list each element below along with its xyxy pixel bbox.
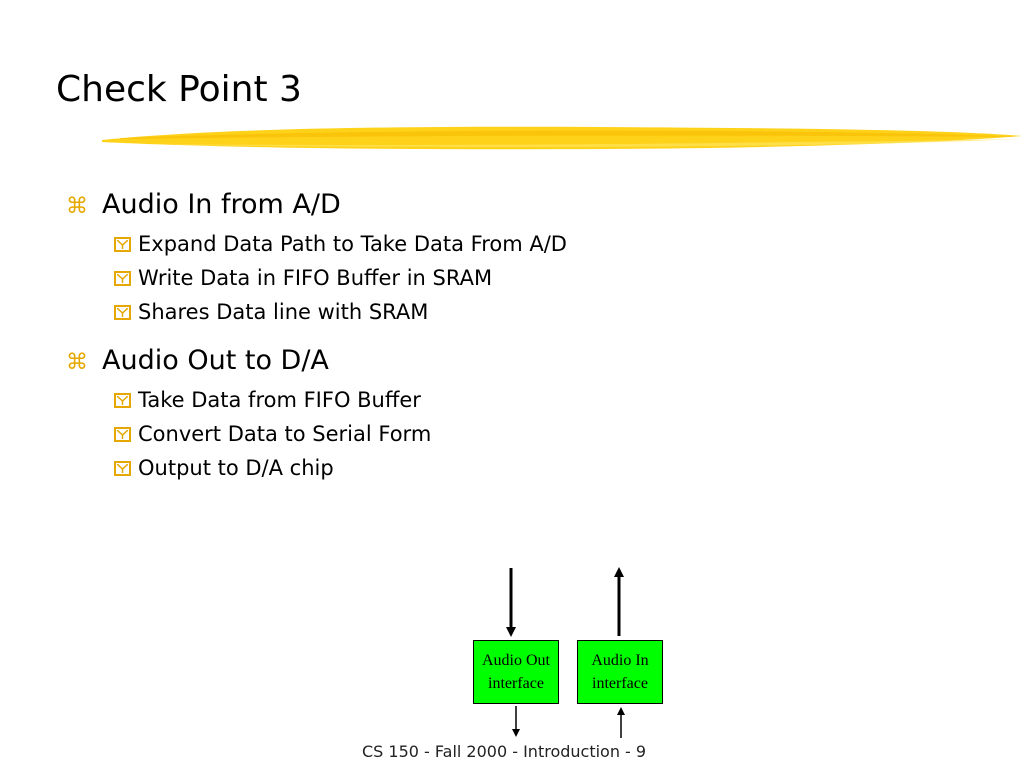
command-bullet-icon: ⌘ xyxy=(66,194,88,219)
checkbox-bullet-icon xyxy=(114,393,131,408)
list-item: Take Data from FIFO Buffer xyxy=(114,386,421,414)
list-item: Write Data in FIFO Buffer in SRAM xyxy=(114,264,492,292)
list-item: Convert Data to Serial Form xyxy=(114,420,431,448)
list-item: Shares Data line with SRAM xyxy=(114,298,428,326)
list-item: Expand Data Path to Take Data From A/D xyxy=(114,230,567,258)
list-item: Output to D/A chip xyxy=(114,454,334,482)
audio-in-interface-box: Audio In interface xyxy=(577,640,663,704)
audio-out-interface-box: Audio Out interface xyxy=(473,640,559,704)
checkbox-bullet-icon xyxy=(114,461,131,476)
slide-title: Check Point 3 xyxy=(56,69,302,110)
title-underline-brushstroke xyxy=(102,126,1022,150)
section-heading-audio-in: ⌘Audio In from A/D xyxy=(66,188,341,224)
checkbox-bullet-icon xyxy=(114,427,131,442)
section-heading-audio-out: ⌘Audio Out to D/A xyxy=(66,344,329,380)
checkbox-bullet-icon xyxy=(114,237,131,252)
command-bullet-icon: ⌘ xyxy=(66,350,88,375)
checkbox-bullet-icon xyxy=(114,305,131,320)
checkbox-bullet-icon xyxy=(114,271,131,286)
